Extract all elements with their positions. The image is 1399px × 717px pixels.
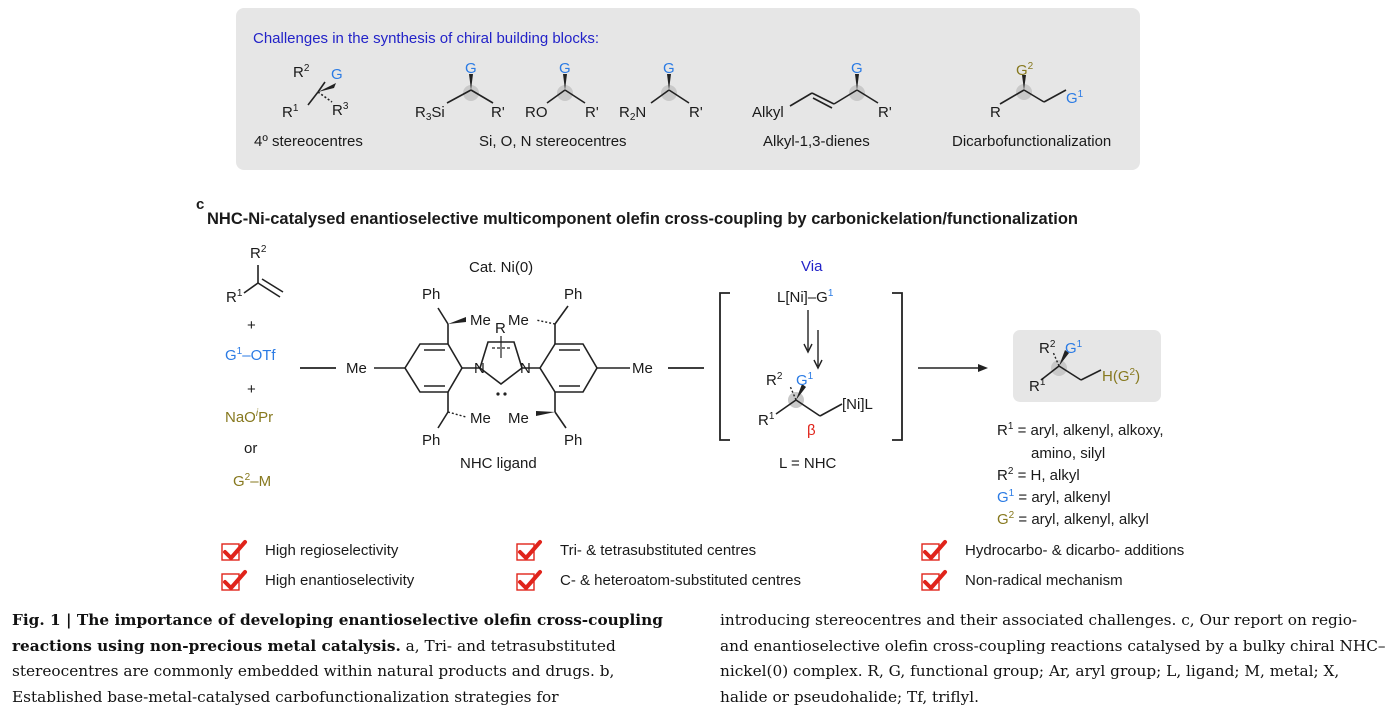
feature-2: High enantioselectivity [221,569,414,591]
o-bonds [546,74,586,104]
quaternary-bonds [307,81,336,106]
label-heteroatom: Si, O, N stereocentres [479,133,627,150]
check-icon [921,569,947,591]
nhc-ligand-bonds [374,305,630,429]
scope-r1-cont: amino, silyl [1031,445,1106,462]
n-bonds [650,74,690,104]
check-icon [221,539,247,561]
structure-n: G R2N R' [619,60,729,123]
feature-6: Non-radical mechanism [921,569,1123,591]
caption-right: introducing stereocentres and their asso… [720,611,1386,706]
check-icon [516,539,542,561]
or-label: or [244,440,258,457]
scope-g2: G2 = aryl, alkenyl, alkyl [997,510,1149,529]
atom-r2: R [293,64,304,81]
structure-diene: G Alkyl R' [752,60,902,121]
ligand-label: NHC ligand [460,455,537,472]
scope-r1: R1 = aryl, alkenyl, alkoxy, [997,421,1164,440]
product-structure: R2 G1 R1 H(G2) [1025,334,1165,400]
structure-dicarbo: G2 R G1 [986,60,1126,122]
scope-g1: G1 = aryl, alkenyl [997,488,1111,507]
intermediate-bonds [775,384,843,417]
scope-r2: R2 = H, alkyl [997,466,1080,485]
label-dienes: Alkyl-1,3-dienes [763,133,870,150]
panel-c-letter: c [196,196,205,213]
plus-2: + [247,381,256,398]
check-icon [221,569,247,591]
nhc-ligand-structure: Ph Me Me Ph R N N Me Me Me Me Ph Ph [340,280,670,455]
feature-4: C- & heteroatom-substituted centres [516,569,801,591]
panel-b-box [236,8,1140,170]
structure-si: G R3Si R' [413,60,533,123]
panel-c-title: NHC-Ni-catalysed enantioselective multic… [207,210,1078,228]
label-quaternary: 4º stereocentres [254,133,363,150]
feature-1: High regioselectivity [221,539,398,561]
si-bonds [446,74,494,104]
lni-g1: L[Ni]–G1 [777,288,834,307]
reagent-naoipr: NaOiPr [225,408,274,427]
l-nhc-label: L = NHC [779,455,837,472]
catalyst-title: Cat. Ni(0) [469,259,534,276]
check-icon [921,539,947,561]
dicarbo-bonds [999,75,1067,105]
panel-b-title: Challenges in the synthesis of chiral bu… [253,30,600,47]
via-label: Via [801,258,823,275]
feature-5: Hydrocarbo- & dicarbo- additions [921,539,1184,561]
product-bonds [1040,350,1102,381]
structure-o: G RO R' [523,60,633,121]
atom-g: G [331,66,343,83]
feature-3: Tri- & tetrasubstituted centres [516,539,756,561]
reagent-g1otf: G1–OTf [225,346,276,365]
reagent-g2m: G2–M [233,472,272,491]
olefin-bonds [243,265,284,298]
caption-left: Fig. 1 | The importance of developing en… [12,611,663,706]
check-icon [516,569,542,591]
label-dicarbo: Dicarbofunctionalization [952,133,1112,150]
intermediate-structure: R2 G1 R1 [Ni]L β [750,370,890,440]
product-box [1013,330,1161,402]
structure-quaternary: R2 G R1 R3 [280,60,380,122]
olefin-structure: R2 R1 [222,245,302,310]
plus-1: + [247,317,256,334]
diene-bonds [789,74,879,109]
